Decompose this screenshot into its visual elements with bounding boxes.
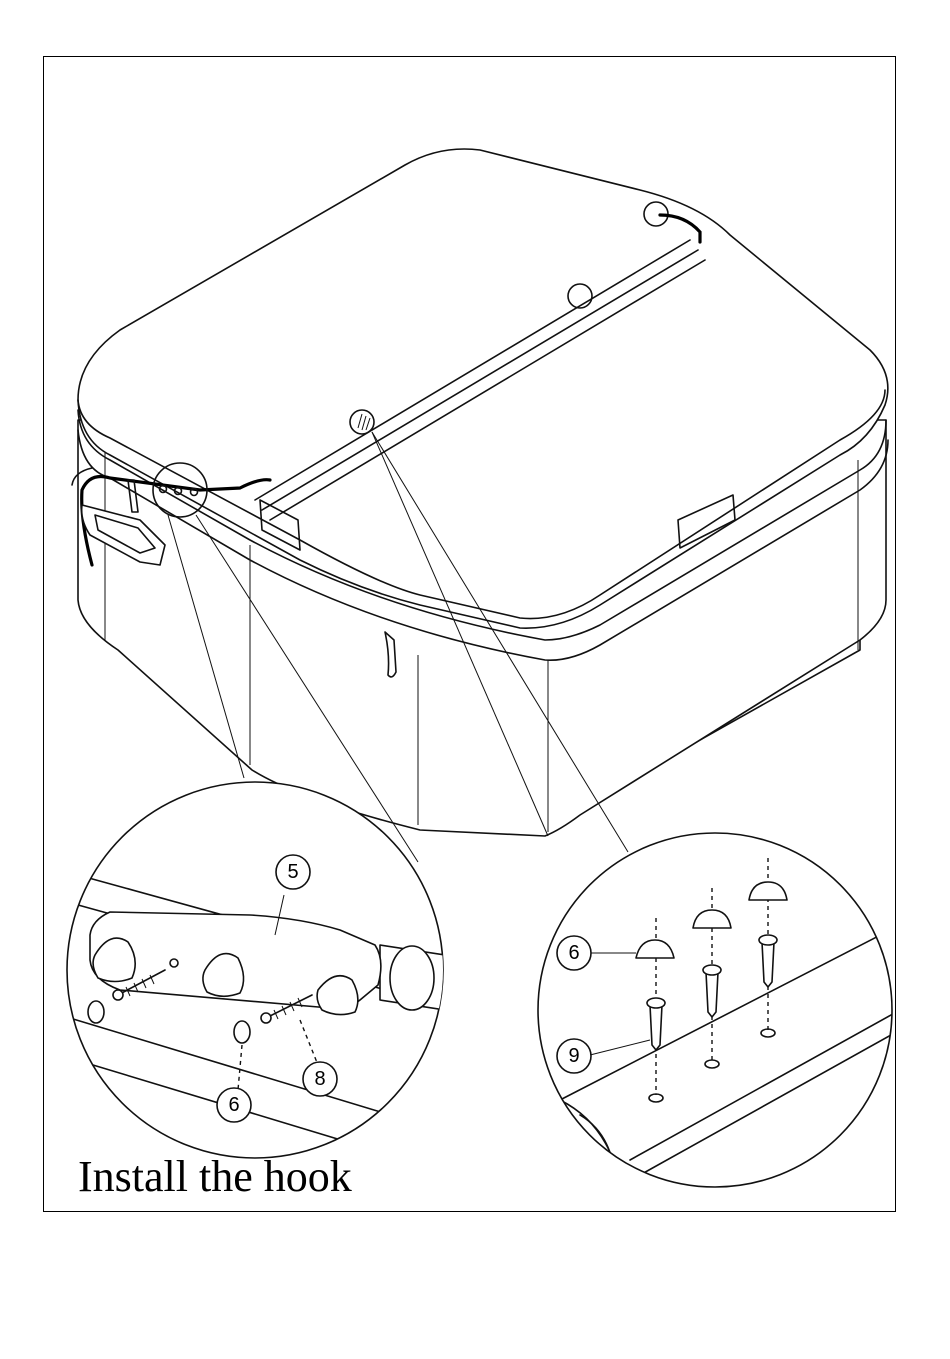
- screw-anchor: [706, 972, 718, 1017]
- screw-anchor: [762, 942, 774, 987]
- hook-detail-left: 5 6 8: [60, 782, 445, 1170]
- callout-5: 5: [287, 861, 298, 883]
- hot-tub: [72, 149, 888, 836]
- callout-8: 8: [314, 1068, 325, 1090]
- hook-detail-right: 6 9: [538, 833, 900, 1187]
- tube-end: [390, 946, 434, 1010]
- screw-head: [113, 990, 123, 1000]
- screw-head: [759, 935, 777, 945]
- callout-6-right: 6: [568, 942, 579, 964]
- screw-head: [703, 965, 721, 975]
- callout-9: 9: [568, 1045, 579, 1067]
- diagram-caption: Install the hook: [78, 1152, 352, 1202]
- screw-head: [261, 1013, 271, 1023]
- screw-head: [647, 998, 665, 1008]
- callout-6: 6: [228, 1094, 239, 1116]
- screw-anchor: [650, 1005, 662, 1050]
